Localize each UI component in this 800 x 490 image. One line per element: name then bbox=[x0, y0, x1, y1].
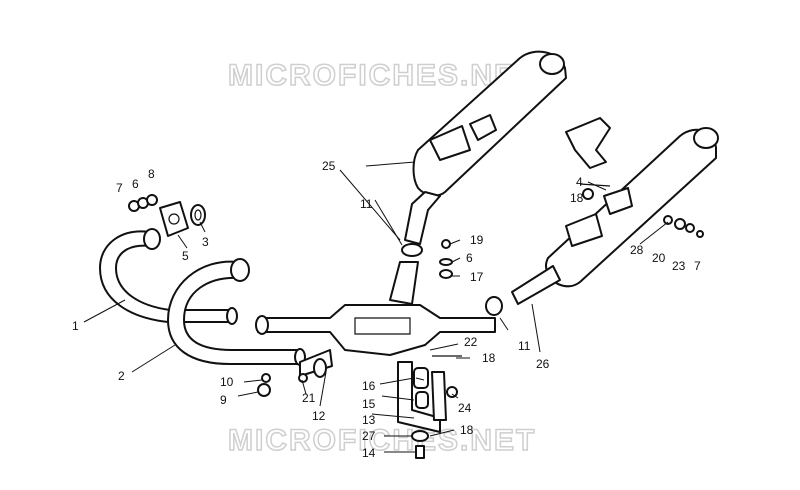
label-20: 20 bbox=[652, 251, 666, 265]
label-26: 26 bbox=[536, 357, 550, 371]
label-7b: 7 bbox=[694, 259, 701, 273]
label-12: 12 bbox=[312, 409, 326, 423]
label-24: 24 bbox=[458, 401, 472, 415]
header-pipe-2 bbox=[167, 258, 306, 366]
label-2: 2 bbox=[118, 369, 125, 383]
label-6a: 6 bbox=[132, 177, 139, 191]
label-4: 4 bbox=[576, 175, 583, 189]
label-18c: 18 bbox=[460, 423, 474, 437]
watermark-bottom: MICROFICHES.NET bbox=[228, 424, 536, 457]
label-14: 14 bbox=[362, 446, 376, 460]
label-10: 10 bbox=[220, 375, 234, 389]
label-11b: 11 bbox=[518, 339, 531, 353]
label-8: 8 bbox=[148, 167, 155, 181]
label-22: 22 bbox=[464, 335, 478, 349]
right-muffler bbox=[485, 117, 719, 316]
label-16: 16 bbox=[362, 379, 376, 393]
label-11a: 11 bbox=[360, 197, 373, 211]
mount-bracket bbox=[397, 355, 462, 459]
label-3: 3 bbox=[202, 235, 209, 249]
label-6b: 6 bbox=[466, 251, 473, 265]
flange-and-gasket bbox=[128, 194, 206, 237]
label-1: 1 bbox=[72, 319, 79, 333]
label-7a: 7 bbox=[116, 181, 123, 195]
label-28: 28 bbox=[630, 243, 644, 257]
upper-muffler bbox=[401, 50, 567, 257]
part-labels: 1 2 3 4 5 6 7 8 9 10 11 11 12 13 14 15 1… bbox=[72, 159, 701, 460]
label-19: 19 bbox=[470, 233, 484, 247]
label-13: 13 bbox=[362, 413, 376, 427]
header-pipe-1 bbox=[99, 228, 238, 325]
collector-crossover bbox=[255, 261, 496, 378]
label-15: 15 bbox=[362, 397, 376, 411]
label-27: 27 bbox=[362, 429, 376, 443]
label-21: 21 bbox=[302, 391, 316, 405]
label-23: 23 bbox=[672, 259, 686, 273]
label-9: 9 bbox=[220, 393, 227, 407]
label-25: 25 bbox=[322, 159, 336, 173]
label-18b: 18 bbox=[482, 351, 496, 365]
label-18a: 18 bbox=[570, 191, 584, 205]
leader-lines bbox=[83, 161, 669, 453]
watermark-top: MICROFICHES.NET bbox=[228, 59, 536, 92]
label-5: 5 bbox=[182, 249, 189, 263]
small-hardware bbox=[257, 183, 704, 397]
label-17: 17 bbox=[470, 270, 484, 284]
